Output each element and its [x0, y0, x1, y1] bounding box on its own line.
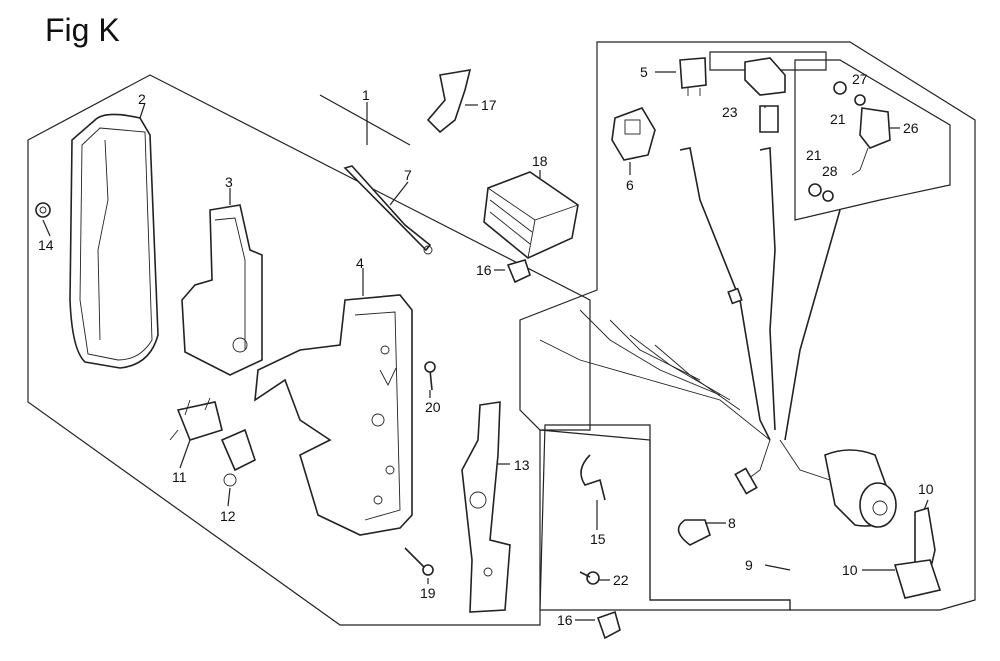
circuit-breaker	[220, 428, 256, 487]
callout-17: 17	[481, 97, 497, 113]
callout-27: 27	[852, 71, 868, 87]
callout-22: 22	[613, 572, 629, 588]
fuse-cover	[744, 57, 786, 96]
panel-screw-lower	[404, 547, 434, 576]
mounting-bracket	[181, 204, 263, 376]
connector-block	[611, 107, 656, 161]
callout-8: 8	[728, 515, 736, 531]
fuse	[759, 105, 779, 133]
nut-lower	[808, 183, 822, 197]
callout-28: 28	[822, 163, 838, 179]
callout-14: 14	[38, 237, 54, 253]
cushion-block	[483, 171, 579, 259]
callout-4: 4	[356, 255, 364, 271]
callout-21-upper: 21	[830, 111, 846, 127]
callout-2: 2	[138, 91, 146, 107]
callout-11: 11	[172, 469, 187, 485]
callout-3: 3	[225, 174, 233, 190]
control-panel	[254, 294, 413, 536]
callout-1: 1	[362, 87, 370, 103]
harness-clip	[677, 519, 711, 546]
callout-18: 18	[532, 153, 548, 169]
callout-10-lower: 10	[842, 562, 858, 578]
relay	[679, 57, 707, 96]
washer-upper	[854, 94, 866, 106]
callout-13: 13	[514, 457, 530, 473]
rectifier	[851, 107, 891, 176]
nut-upper	[833, 81, 847, 95]
harness-screw	[579, 571, 600, 585]
clamp-lower	[596, 610, 621, 640]
wire-band	[580, 454, 606, 501]
wire-clip	[426, 69, 472, 134]
callout-23: 23	[722, 104, 738, 120]
callout-9: 9	[745, 557, 753, 573]
control-box-cover	[69, 113, 159, 369]
callout-labels: 1 2 3 4 5 6 7 8 9 10 10 11 12 13 14 15 1…	[38, 64, 934, 628]
harness-top-subbox	[709, 51, 827, 71]
callout-15: 15	[590, 531, 606, 547]
key-lower	[893, 559, 942, 599]
cover-screw	[35, 202, 51, 218]
connecting-rod	[343, 165, 433, 255]
callout-10-upper: 10	[918, 481, 934, 497]
toggle-switch	[169, 397, 223, 441]
callout-26: 26	[903, 120, 919, 136]
callout-19: 19	[420, 585, 436, 601]
clamp-upper	[506, 259, 531, 284]
callout-12: 12	[220, 508, 236, 524]
callout-7: 7	[404, 167, 412, 183]
callout-21-lower: 21	[806, 147, 822, 163]
callout-5: 5	[640, 64, 648, 80]
callout-16-lower: 16	[557, 612, 573, 628]
figure-title: Fig K	[45, 12, 120, 48]
callout-16-upper: 16	[476, 262, 492, 278]
washer-lower	[822, 190, 834, 202]
panel-plate	[461, 401, 511, 613]
callout-20: 20	[425, 399, 441, 415]
rectifier-subbox	[794, 59, 951, 221]
ignition-switch	[824, 449, 897, 528]
leader-lines	[42, 71, 929, 621]
wire-harness	[539, 147, 841, 495]
clip-group-outline	[539, 424, 791, 611]
callout-6: 6	[626, 177, 634, 193]
panel-screw-upper	[424, 361, 436, 391]
